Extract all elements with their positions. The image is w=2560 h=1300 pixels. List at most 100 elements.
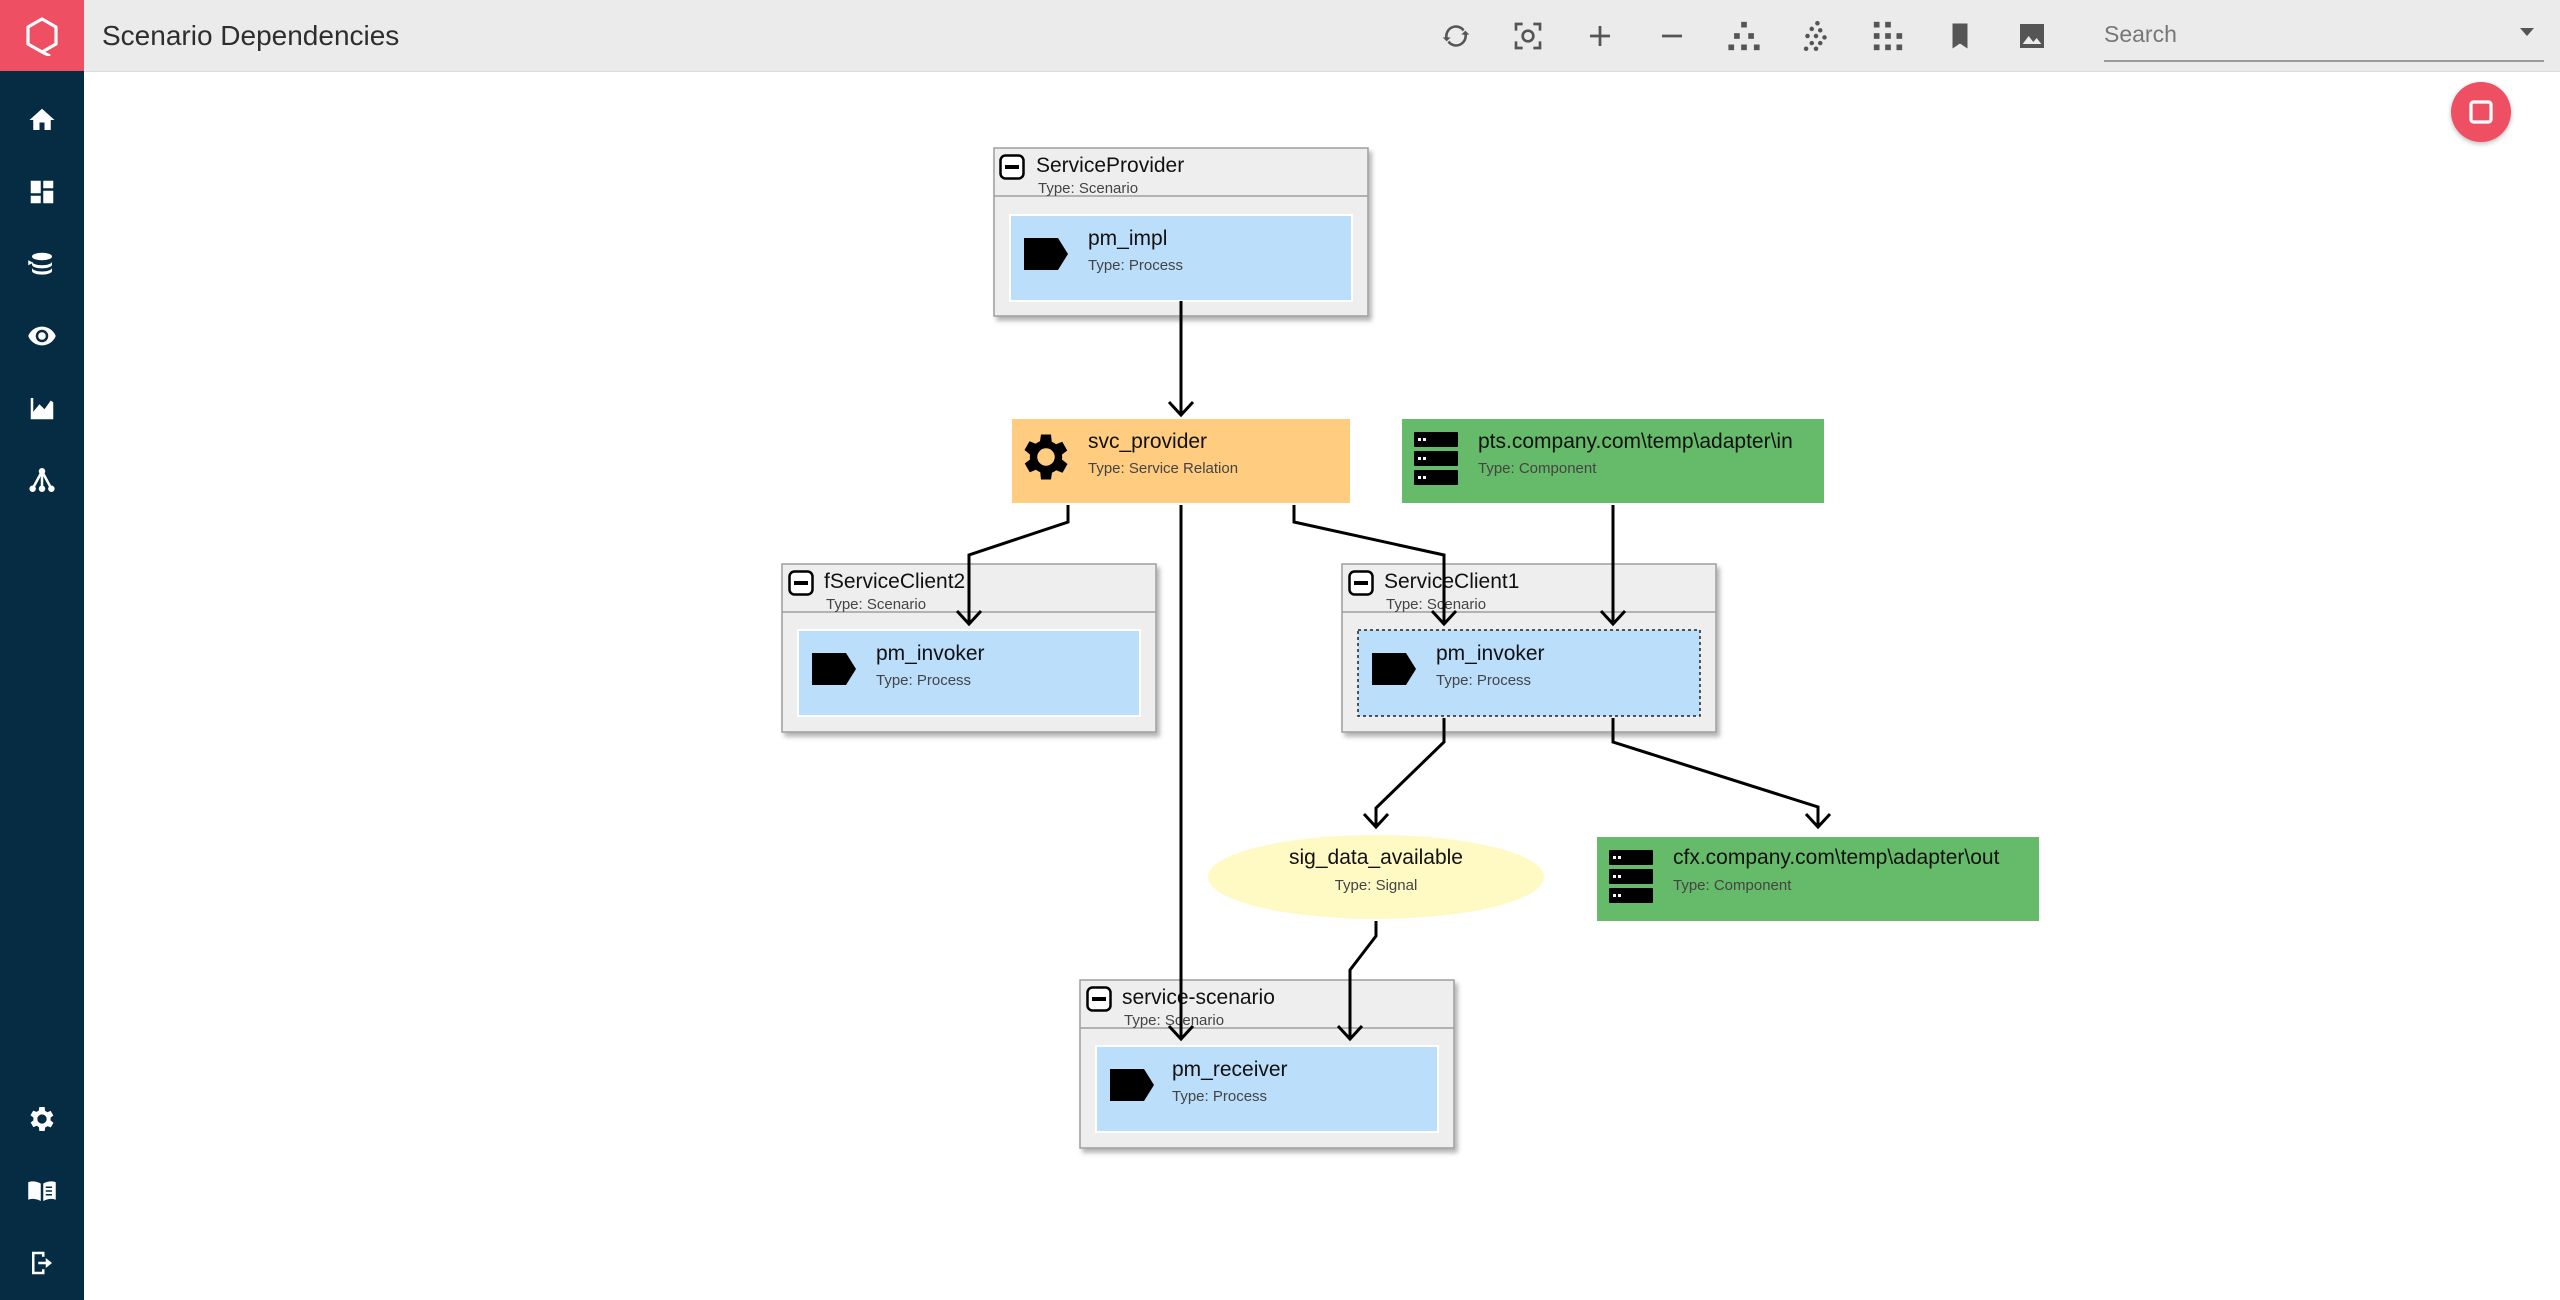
- layout-hierarchical-button[interactable]: [1724, 16, 1764, 56]
- app-logo[interactable]: [0, 0, 84, 71]
- logout-icon: [32, 1251, 52, 1275]
- export-image-button[interactable]: [2012, 16, 2052, 56]
- eye-icon: [28, 326, 56, 346]
- signal-sig-data-available[interactable]: sig_data_available Type: Signal: [1208, 835, 1544, 919]
- stop-square-icon: [2469, 100, 2493, 124]
- scenario-title: ServiceClient1: [1384, 570, 1519, 593]
- scenario-type: Type: Scenario: [826, 596, 926, 613]
- scenario-title: service-scenario: [1122, 986, 1275, 1009]
- node-title: pts.company.com\temp\adapter\in: [1478, 430, 1793, 453]
- layout-organic-icon: [1803, 20, 1827, 52]
- scenario-type: Type: Scenario: [1386, 596, 1486, 613]
- arrowhead: [1167, 1024, 1195, 1042]
- node-type: Type: Service Relation: [1088, 460, 1238, 477]
- scenario-type: Type: Scenario: [1038, 180, 1138, 197]
- process-title: pm_impl: [1088, 227, 1167, 250]
- server-icon: [1414, 432, 1458, 485]
- arrowhead: [1804, 812, 1832, 830]
- zoom-in-icon: [1590, 26, 1610, 46]
- layout-organic-button[interactable]: [1796, 16, 1836, 56]
- sidebar-item-settings[interactable]: [0, 1083, 84, 1155]
- node-title: svc_provider: [1088, 430, 1207, 453]
- book-icon: [28, 1181, 56, 1201]
- node-type: Type: Component: [1673, 877, 1792, 894]
- arrowhead: [1430, 609, 1458, 627]
- chevron-down-icon[interactable]: [2518, 26, 2536, 38]
- server-icon: [1609, 850, 1653, 903]
- arrowhead: [1362, 812, 1390, 830]
- collapse-icon[interactable]: [1348, 570, 1374, 596]
- sidebar-item-monitor[interactable]: [0, 300, 84, 372]
- hexagon-logo-icon: [26, 16, 58, 56]
- process-type: Type: Process: [1172, 1088, 1267, 1105]
- collapse-icon[interactable]: [788, 570, 814, 596]
- process-pm-invoker-client2[interactable]: pm_invoker Type: Process: [797, 629, 1141, 717]
- node-title: cfx.company.com\temp\adapter\out: [1673, 846, 2000, 869]
- process-title: pm_invoker: [876, 642, 985, 665]
- arrowhead: [1336, 1024, 1364, 1042]
- page-title: Scenario Dependencies: [102, 20, 400, 51]
- edge[interactable]: [1348, 921, 1378, 1038]
- edges: [967, 301, 1820, 1038]
- scenario-title: ServiceProvider: [1036, 154, 1184, 177]
- process-title: pm_invoker: [1436, 642, 1545, 665]
- component-adapter-in[interactable]: pts.company.com\temp\adapter\in Type: Co…: [1402, 419, 1824, 503]
- image-icon: [2020, 24, 2044, 48]
- process-pm-impl[interactable]: pm_impl Type: Process: [1009, 214, 1353, 302]
- edge[interactable]: [1611, 718, 1820, 826]
- node-type: Type: Signal: [1335, 877, 1418, 894]
- scenario-type: Type: Scenario: [1124, 1012, 1224, 1029]
- sidebar-item-docs[interactable]: [0, 1155, 84, 1227]
- sidebar-item-logout[interactable]: [0, 1227, 84, 1299]
- edge[interactable]: [1292, 505, 1446, 623]
- refresh-button[interactable]: [1436, 16, 1476, 56]
- scenario-title: fServiceClient2: [824, 570, 965, 593]
- refresh-icon: [1442, 25, 1470, 47]
- sidebar-item-dashboard[interactable]: [0, 156, 84, 228]
- sidebar: [0, 0, 84, 1300]
- hierarchy-icon: [29, 468, 55, 492]
- edge[interactable]: [967, 505, 1070, 623]
- arrowhead: [1599, 609, 1627, 627]
- arrowheads: [955, 400, 1832, 1042]
- layout-grid-button[interactable]: [1868, 16, 1908, 56]
- area-chart-icon: [30, 398, 54, 420]
- home-icon: [29, 108, 55, 130]
- process-pm-invoker-client1[interactable]: pm_invoker Type: Process: [1357, 629, 1701, 717]
- search-box[interactable]: [2104, 12, 2544, 62]
- arrowhead: [955, 609, 983, 627]
- dashboard-icon: [30, 180, 54, 204]
- layout-grid-icon: [1873, 21, 1903, 51]
- node-type: Type: Component: [1478, 460, 1597, 477]
- top-bar: Scenario Dependencies: [84, 0, 2560, 72]
- sidebar-item-dependencies[interactable]: [0, 444, 84, 516]
- process-type: Type: Process: [1088, 257, 1183, 274]
- sidebar-item-home[interactable]: [0, 84, 84, 156]
- fit-screen-button[interactable]: [1508, 16, 1548, 56]
- search-input[interactable]: [2104, 18, 2494, 50]
- process-pm-receiver[interactable]: pm_receiver Type: Process: [1095, 1045, 1439, 1133]
- sidebar-item-analytics[interactable]: [0, 372, 84, 444]
- stop-button[interactable]: [2451, 82, 2511, 142]
- sidebar-item-layers[interactable]: [0, 228, 84, 300]
- zoom-out-icon: [1662, 34, 1682, 38]
- collapse-icon[interactable]: [999, 154, 1025, 180]
- bookmark-button[interactable]: [1940, 16, 1980, 56]
- collapse-icon[interactable]: [1086, 986, 1112, 1012]
- bookmark-icon: [1952, 23, 1968, 49]
- layers-icon: [28, 252, 52, 275]
- arrowhead: [1167, 400, 1195, 418]
- process-type: Type: Process: [1436, 672, 1531, 689]
- process-title: pm_receiver: [1172, 1058, 1288, 1081]
- edge[interactable]: [1374, 718, 1446, 826]
- gear-icon: [30, 1107, 54, 1131]
- zoom-out-button[interactable]: [1652, 16, 1692, 56]
- component-adapter-out[interactable]: cfx.company.com\temp\adapter\out Type: C…: [1597, 837, 2039, 921]
- zoom-in-button[interactable]: [1580, 16, 1620, 56]
- service-relation-svc-provider[interactable]: svc_provider Type: Service Relation: [1012, 419, 1350, 503]
- process-type: Type: Process: [876, 672, 971, 689]
- fit-screen-icon: [1514, 22, 1542, 50]
- node-title: sig_data_available: [1289, 846, 1463, 869]
- layout-hierarchical-icon: [1728, 21, 1760, 51]
